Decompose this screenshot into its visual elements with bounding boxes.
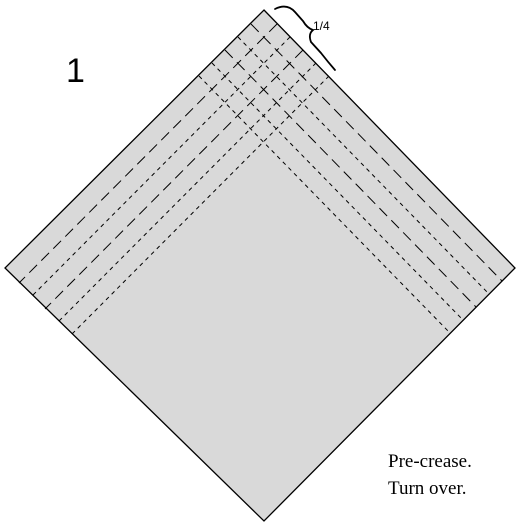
paper-square <box>4 9 516 522</box>
crease-line-left-5 <box>70 75 330 336</box>
crease-line-left-3 <box>44 49 304 310</box>
crease-line-right-5 <box>198 75 451 334</box>
crease-line-right-4 <box>211 62 464 321</box>
crease-line-right-3 <box>224 49 477 308</box>
measure-label: 1/4 <box>313 19 330 33</box>
crease-lines <box>18 23 503 336</box>
instruction-line: Pre-crease. <box>388 451 472 472</box>
crease-line-left-1 <box>18 23 278 284</box>
crease-line-left-4 <box>57 62 317 323</box>
instruction-caption: Pre-crease. Turn over. <box>388 448 472 502</box>
crease-line-left-2 <box>31 36 291 297</box>
instruction-line: Turn over. <box>388 478 467 499</box>
crease-line-right-1 <box>250 23 503 282</box>
crease-line-right-2 <box>237 36 490 295</box>
measure-brace-icon <box>274 5 336 71</box>
step-number: 1 <box>66 52 85 90</box>
